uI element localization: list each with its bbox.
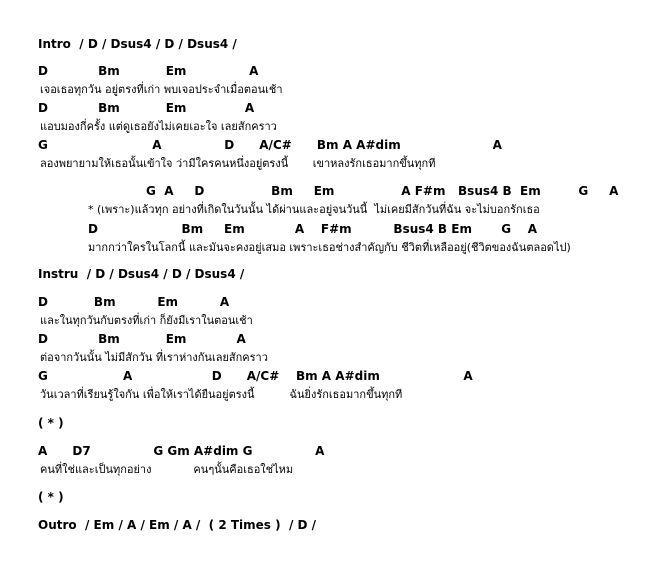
chorus-chords-1: G A D Bm Em A F#m Bsus4 B Em G A [146,184,619,198]
chorus-chords-2: D Bm Em A F#m Bsus4 B Em G A [88,222,538,236]
intro-line: Intro / D / Dsus4 / D / Dsus4 / [38,37,237,51]
verse2-chords-2: D Bm Em A [38,332,246,346]
verse1-chords-3: G A D A/C# Bm A A#dim A [38,138,502,152]
verse1-chords-1: D Bm Em A [38,64,259,78]
verse2-lyric-1: และในทุกวันกับตรงที่เก่า ก็ยังมีเราในตอน… [40,314,253,327]
bridge-chords: A D7 G Gm A#dim G A [38,444,325,458]
verse1-lyric-1: เจอเธอทุกวัน อยู่ตรงที่เก่า พบเจอประจำเม… [40,83,283,96]
chorus-lyric-1: * (เพราะ)แล้วทุก อย่างที่เกิดในวันนั้น ไ… [88,203,540,216]
verse2-lyric-3: วันเวลาที่เรียนรู้ใจกัน เพื่อให้เราได้ยื… [40,388,403,401]
verse1-chords-2: D Bm Em A [38,101,255,115]
verse1-lyric-2: แอบมองกี่ครั้ง แต่ดูเธอยังไม่เคยเอะใจ เล… [40,120,277,133]
verse2-chords-3: G A D A/C# Bm A A#dim A [38,369,473,383]
chorus-lyric-2: มากกว่าใครในโลกนี้ และมันจะคงอยู่เสมอ เพ… [88,241,571,254]
verse2-chords-1: D Bm Em A [38,295,230,309]
verse1-lyric-3: ลองพยายามให้เธอนั้นเข้าใจ ว่ามีใครคนหนึ่… [40,157,436,170]
bridge-lyric: คนที่ใช่และเป็นทุกอย่าง คนๆนั้นคือเธอใช่… [40,463,294,476]
verse2-lyric-2: ต่อจากวันนั้น ไม่มีสักวัน ที่เราห่างกันเ… [40,351,268,364]
instru-line: Instru / D / Dsus4 / D / Dsus4 / [38,267,245,281]
chorus-repeat-1: ( * ) [38,416,64,430]
outro-line: Outro / Em / A / Em / A / ( 2 Times ) / … [38,518,317,532]
chorus-repeat-2: ( * ) [38,490,64,504]
